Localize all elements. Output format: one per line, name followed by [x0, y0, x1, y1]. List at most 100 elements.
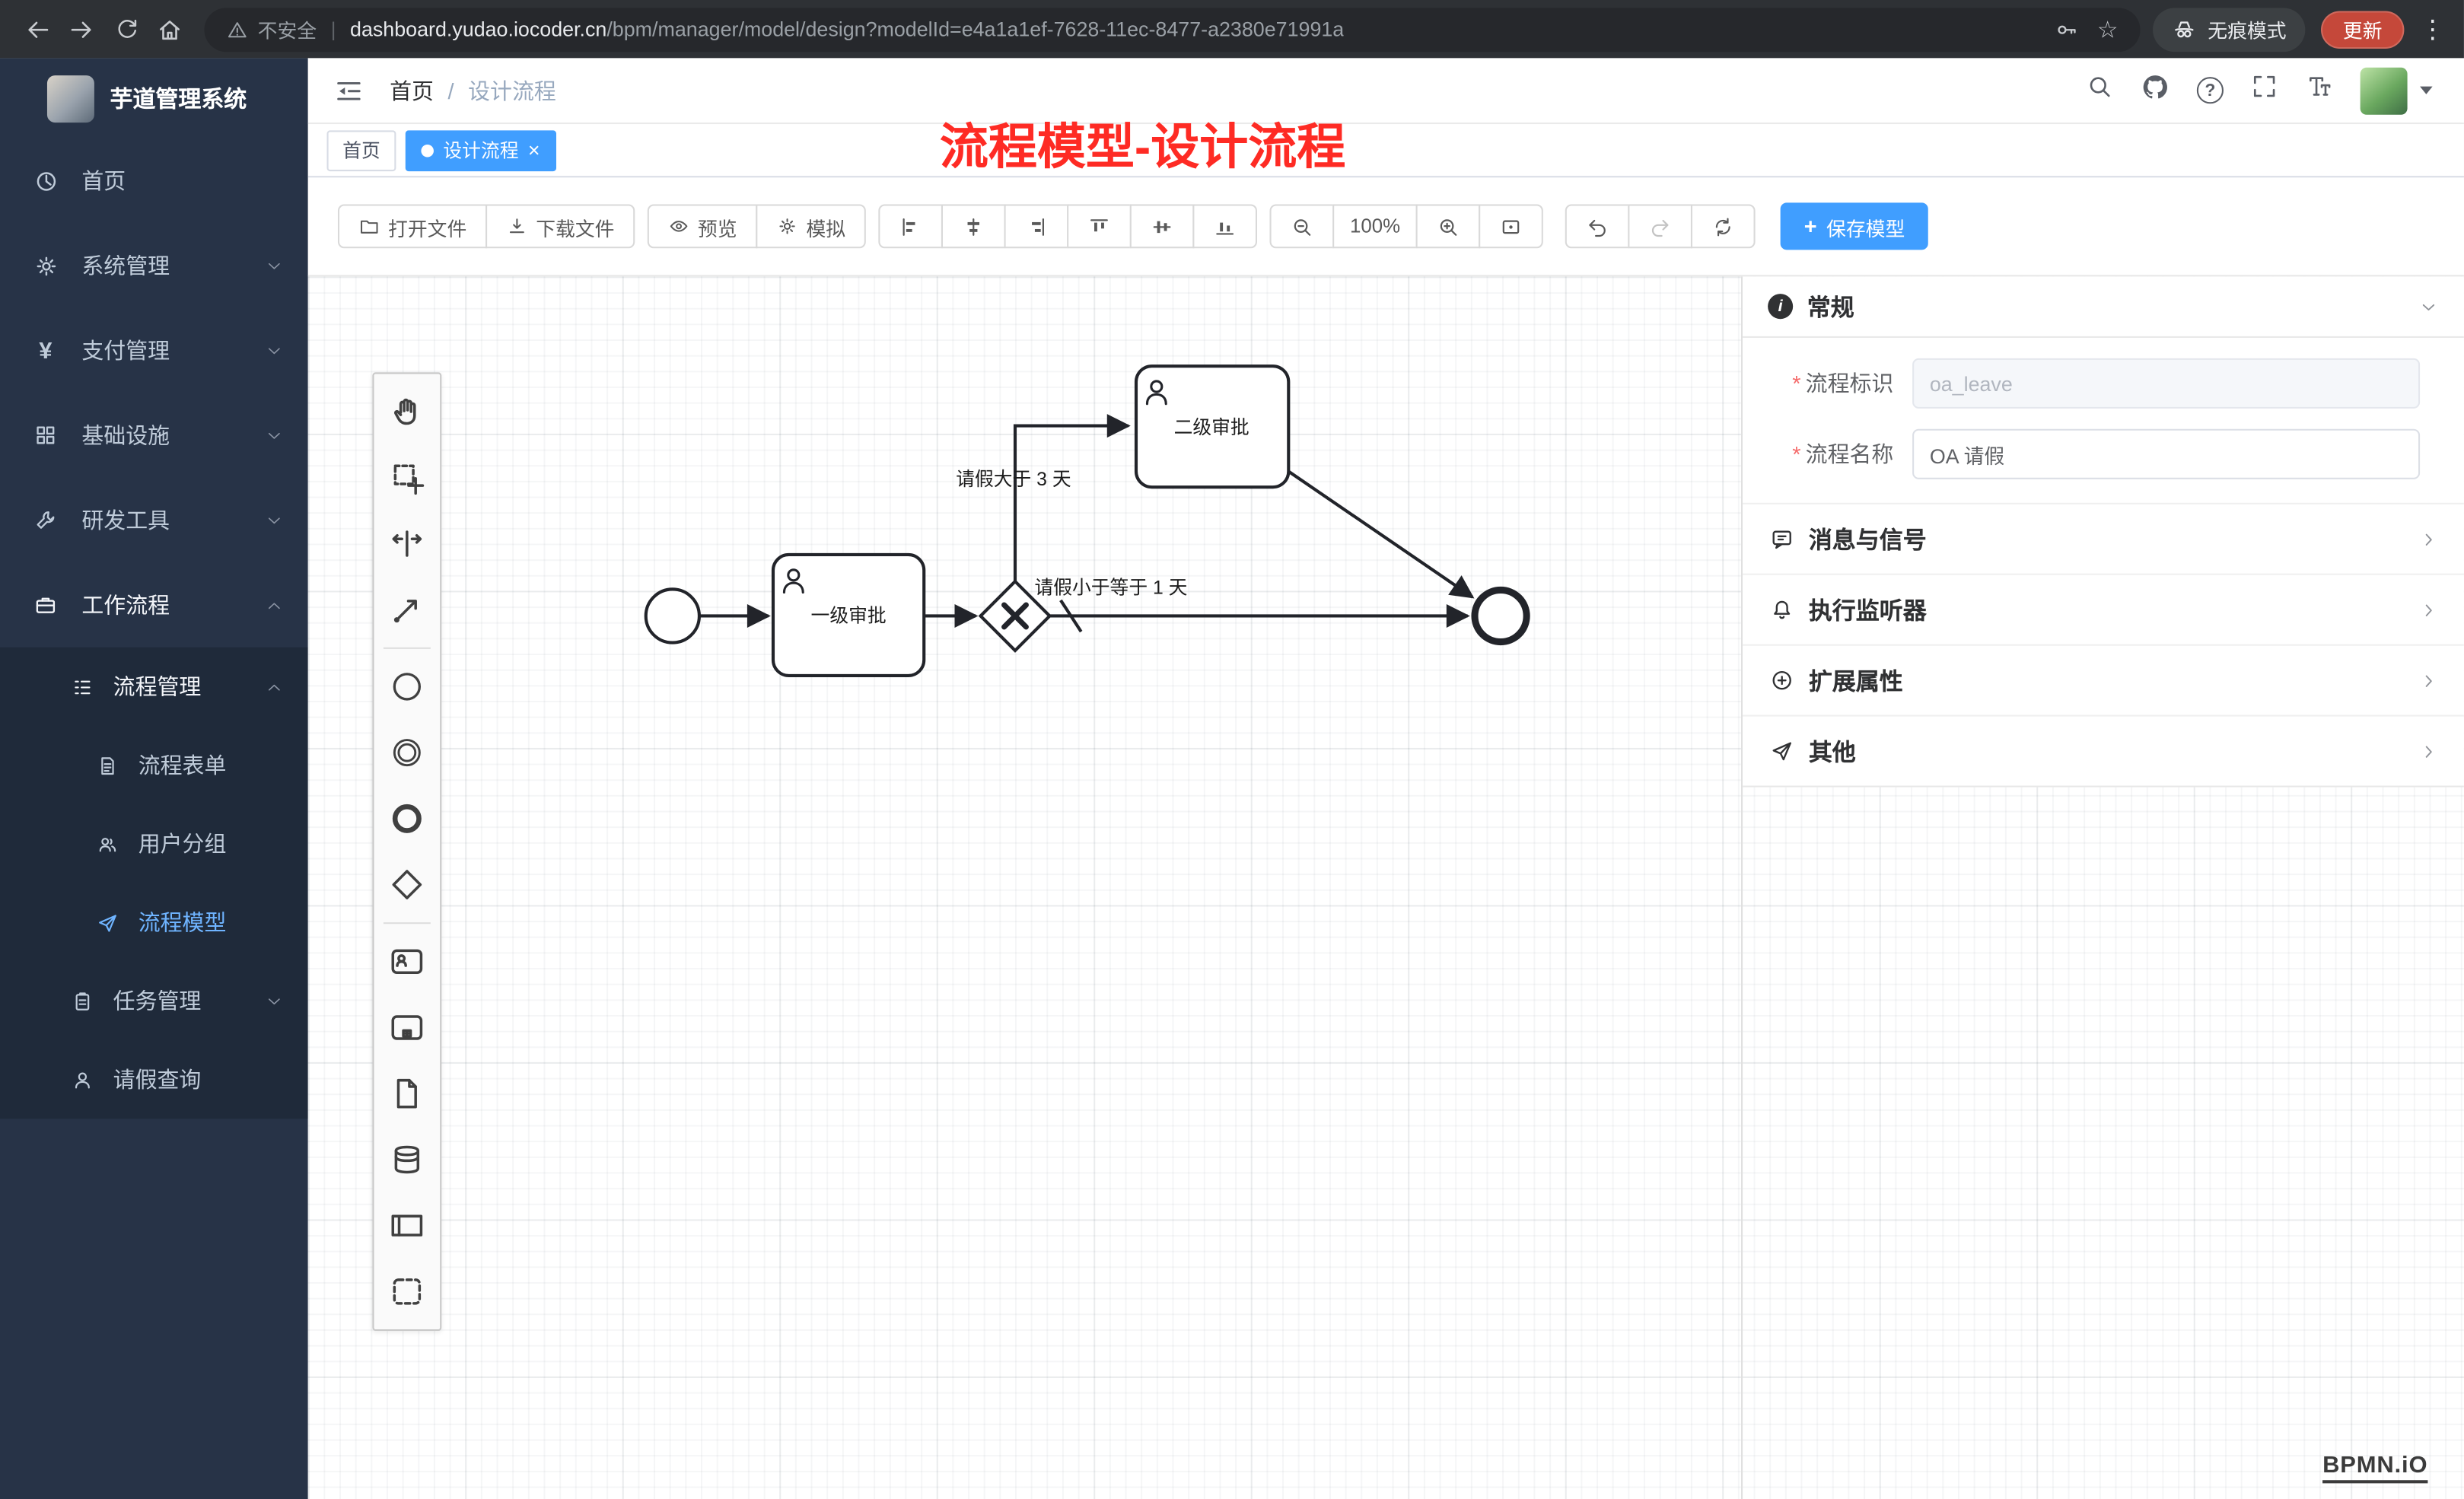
zoom-reset-button[interactable]	[1479, 204, 1543, 249]
process-key-input[interactable]	[1912, 358, 2421, 409]
sidebar-item-leave-query[interactable]: 请假查询	[0, 1040, 308, 1119]
redo-icon	[1652, 218, 1669, 237]
flow-condition-label: 请假大于 3 天	[956, 469, 1071, 490]
general-form: *流程标识 *流程名称	[1743, 337, 2464, 504]
palette-divider	[383, 922, 431, 925]
bpmn-canvas[interactable]: 一级审批 二级审批 请假大于 3 天 请假小于等于 1 天	[308, 276, 1741, 1499]
save-model-button[interactable]: + 保存模型	[1780, 202, 1929, 250]
create-start-event[interactable]	[374, 654, 440, 720]
sidebar-collapse-button[interactable]	[333, 75, 365, 106]
reload-button[interactable]	[103, 7, 148, 51]
create-user-task[interactable]	[374, 928, 440, 995]
help-icon[interactable]: ?	[2196, 77, 2224, 104]
user-task-level1-node[interactable]: 一级审批	[771, 552, 926, 678]
align-bottom-button[interactable]	[1192, 204, 1258, 249]
end-event-node[interactable]	[1471, 586, 1530, 646]
sidebar-item-infra[interactable]: 基础设施	[0, 393, 308, 478]
sidebar-item-task-mgmt[interactable]: 任务管理	[0, 962, 308, 1040]
create-gateway[interactable]	[374, 851, 440, 918]
undo-button[interactable]	[1565, 204, 1630, 249]
fullscreen-icon[interactable]	[2250, 72, 2278, 108]
zoom-level-readout: 100%	[1332, 204, 1418, 249]
download-file-button[interactable]: 下载文件	[485, 204, 635, 249]
address-bar[interactable]: 不安全 | dashboard.yudao.iocoder.cn/bpm/man…	[204, 7, 2141, 52]
panel-section-listeners[interactable]: 执行监听器	[1743, 573, 2464, 646]
hand-tool[interactable]	[374, 379, 440, 445]
app-title: 芋道管理系统	[110, 88, 247, 113]
start-event-node[interactable]	[644, 587, 701, 644]
simulate-button[interactable]: 模拟	[756, 204, 866, 249]
sidebar-item-label: 支付管理	[81, 337, 170, 364]
close-icon[interactable]: ×	[527, 138, 540, 162]
preview-button[interactable]: 预览	[647, 204, 758, 249]
home-button[interactable]	[148, 7, 192, 51]
security-chip[interactable]: 不安全	[226, 14, 317, 44]
font-size-icon[interactable]	[2305, 72, 2333, 108]
align-right-button[interactable]	[1004, 204, 1069, 249]
github-icon[interactable]	[2141, 72, 2170, 110]
document-icon	[94, 753, 119, 778]
panel-section-other[interactable]: 其他	[1743, 714, 2464, 788]
update-button[interactable]: 更新	[2320, 10, 2405, 48]
create-participant[interactable]	[374, 1192, 440, 1259]
create-data-store[interactable]	[374, 1127, 440, 1193]
browser-menu-icon[interactable]: ⋮	[2420, 16, 2446, 43]
restart-button[interactable]	[1691, 204, 1756, 249]
sidebar-item-workflow[interactable]: 工作流程	[0, 562, 308, 648]
create-subprocess[interactable]	[374, 995, 440, 1061]
redo-button[interactable]	[1628, 204, 1693, 249]
tab-design-process[interactable]: 设计流程 ×	[405, 129, 556, 171]
user-task-level2-node[interactable]: 二级审批	[1134, 364, 1291, 489]
panel-section-extensions[interactable]: 扩展属性	[1743, 644, 2464, 717]
sidebar-item-process-model[interactable]: 流程模型	[0, 883, 308, 962]
user-menu[interactable]	[2360, 66, 2433, 114]
sidebar-item-home[interactable]: 首页	[0, 138, 308, 224]
bpmn-workspace[interactable]: 一级审批 二级审批 请假大于 3 天 请假小于等于 1 天	[307, 276, 2464, 1499]
flow-gateway-to-task2[interactable]	[1013, 414, 1131, 582]
create-group[interactable]	[374, 1259, 440, 1325]
list-tree-icon	[69, 674, 94, 699]
bpmn-io-logo[interactable]: BPMN.iO	[2322, 1452, 2428, 1484]
panel-section-messages[interactable]: 消息与信号	[1743, 502, 2464, 575]
sidebar-item-payment[interactable]: ¥ 支付管理	[0, 308, 308, 393]
create-end-event[interactable]	[374, 786, 440, 852]
panel-section-general[interactable]: i 常规	[1743, 276, 2464, 338]
person-icon	[69, 1067, 94, 1092]
app-header: 首页 / 设计流程 ?	[307, 58, 2464, 125]
app-logo-row[interactable]: 芋道管理系统	[0, 58, 308, 138]
lasso-tool[interactable]	[374, 444, 440, 511]
zoom-out-button[interactable]	[1269, 204, 1335, 249]
align-top-button[interactable]	[1067, 204, 1132, 249]
align-center-button[interactable]	[941, 204, 1006, 249]
align-middle-button[interactable]	[1129, 204, 1195, 249]
exclusive-gateway-node[interactable]	[978, 579, 1052, 653]
paper-plane-icon	[94, 910, 119, 935]
global-connect-tool[interactable]	[374, 577, 440, 643]
create-intermediate-event[interactable]	[374, 720, 440, 786]
flow-task2-to-end[interactable]	[1288, 469, 1475, 599]
sidebar-item-devtools[interactable]: 研发工具	[0, 478, 308, 563]
breadcrumb-home[interactable]: 首页	[390, 78, 434, 103]
search-icon[interactable]	[2085, 72, 2113, 108]
zoom-in-button[interactable]	[1415, 204, 1481, 249]
chevron-right-icon	[2418, 670, 2439, 691]
caret-down-icon	[2420, 86, 2433, 94]
space-tool[interactable]	[374, 511, 440, 577]
sidebar-item-user-group[interactable]: 用户分组	[0, 804, 308, 883]
button-label: 预览	[697, 218, 737, 240]
tab-home[interactable]: 首页	[326, 129, 396, 171]
chevron-down-icon	[266, 992, 283, 1010]
forward-button[interactable]	[59, 7, 103, 51]
sidebar-item-system[interactable]: 系统管理	[0, 223, 308, 308]
sidebar-item-process-form[interactable]: 流程表单	[0, 726, 308, 804]
forward-icon	[71, 21, 91, 37]
bookmark-star-icon[interactable]: ☆	[2096, 16, 2119, 43]
process-name-input[interactable]	[1912, 428, 2421, 479]
align-left-button[interactable]	[878, 204, 944, 249]
password-key-icon[interactable]	[2053, 17, 2078, 42]
open-file-button[interactable]: 打开文件	[337, 204, 488, 249]
create-data-object[interactable]	[374, 1061, 440, 1127]
lasso-icon	[393, 464, 425, 495]
sidebar-item-process-mgmt[interactable]: 流程管理	[0, 648, 308, 726]
back-button[interactable]	[16, 7, 60, 51]
